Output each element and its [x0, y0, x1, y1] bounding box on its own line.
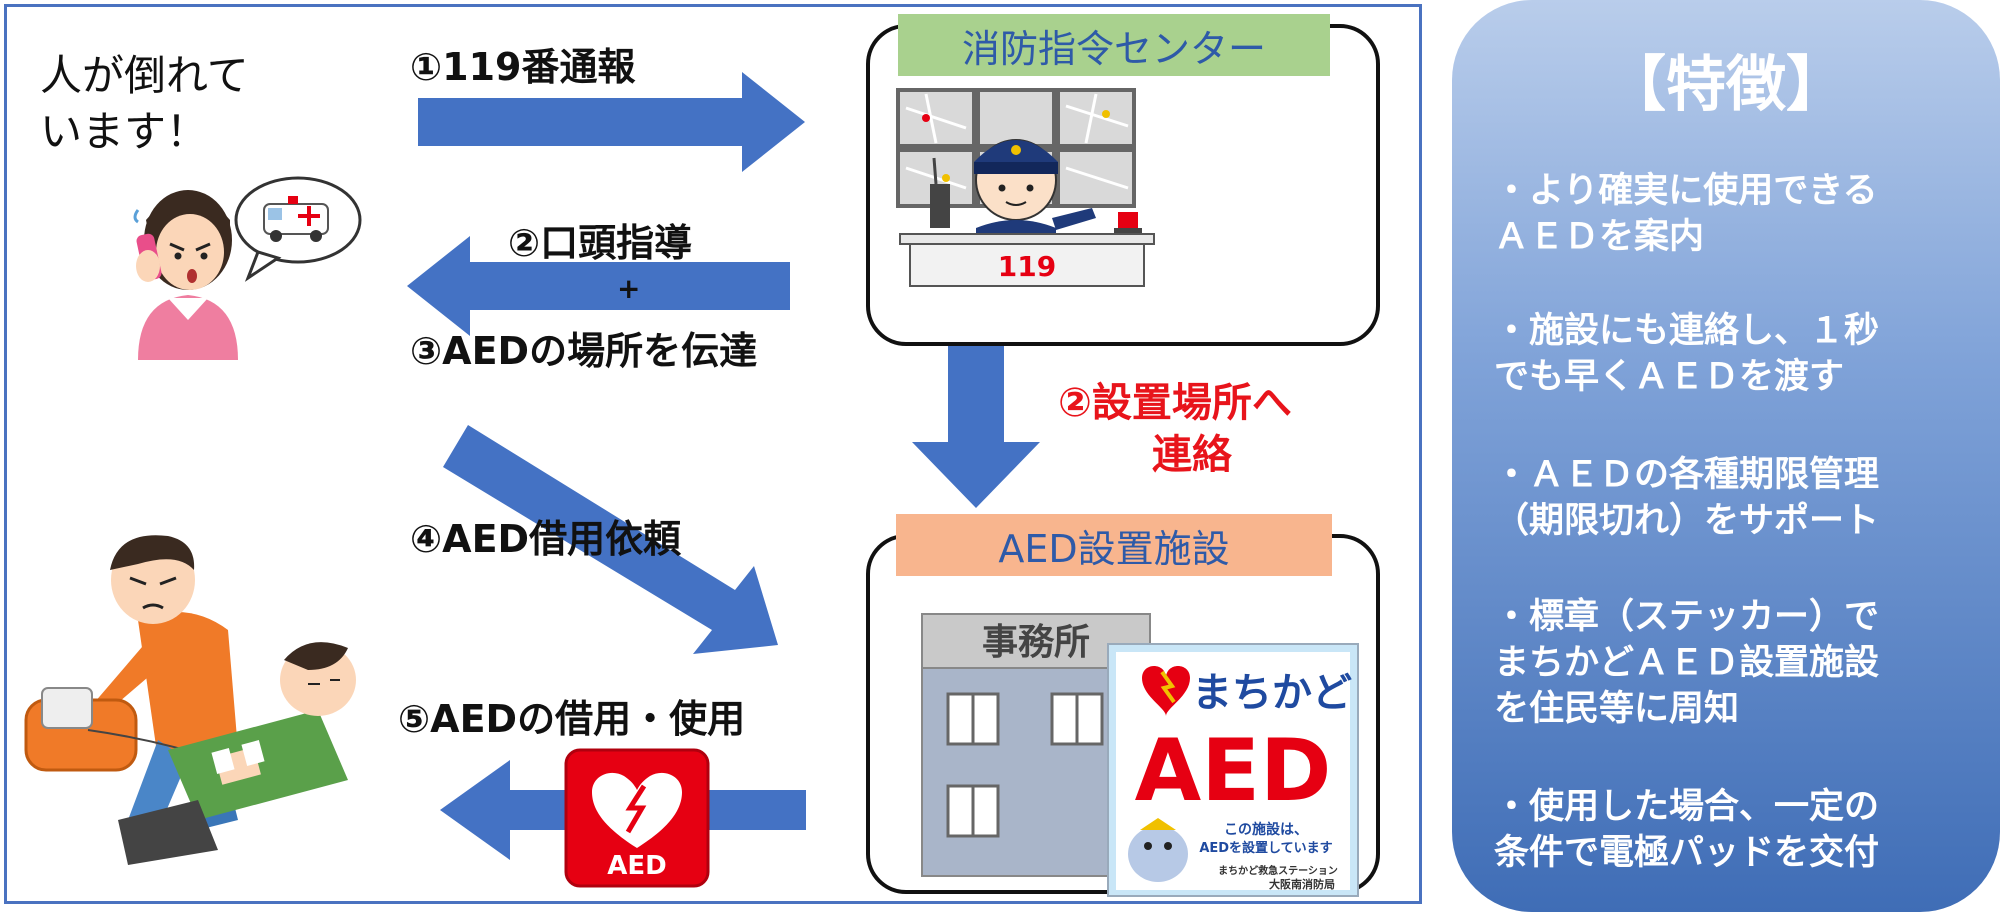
step2-contact-label-2: 連絡 [1152, 432, 1232, 478]
sticker-org-1: まちかど救急ステーション [1218, 864, 1338, 877]
desk-number: 119 [998, 250, 1056, 283]
arrow-verbal-guidance [407, 236, 790, 336]
aed-case-label: AED [607, 851, 666, 881]
feature-item-3: ・ＡＥＤの各種期限管理 （期限切れ）をサポート [1494, 455, 1880, 541]
features-panel: 【特徴】 ・より確実に使用できる ＡＥＤを案内 ・施設にも連絡し、１秒 でも早く… [1452, 0, 2000, 912]
command-center-title: 消防指令センター [898, 14, 1330, 76]
step1-label: ①119番通報 [410, 45, 636, 89]
rescue-scene-illustration [24, 535, 356, 865]
diagram-frame [4, 4, 1422, 904]
feature-item-4: ・標章（ステッカー）で まちかどＡＥＤ設置施設 を住民等に周知 [1494, 597, 1880, 729]
feature-item-2: ・施設にも連絡し、１秒 でも早くＡＥＤを渡す [1494, 311, 1880, 397]
feature-item-5: ・使用した場合、一定の 条件で電極パッドを交付 [1494, 787, 1880, 873]
sticker-sub-2: AEDを設置しています [1199, 840, 1332, 856]
step5-label: ⑤AEDの借用・使用 [398, 697, 746, 741]
step3-label: ③AEDの場所を伝達 [410, 329, 758, 373]
feature-item-1: ・より確実に使用できる ＡＥＤを案内 [1494, 171, 1878, 257]
step4-label: ④AED借用依頼 [410, 517, 682, 561]
arrow-contact-facility [912, 288, 1040, 508]
features-title: 【特徴】 [1606, 50, 1846, 120]
sticker-aed: AED [1135, 721, 1332, 821]
step2-guidance-label: ②口頭指導 [508, 221, 693, 265]
step2-contact-label-1: ②設置場所へ [1058, 380, 1292, 426]
caller-illustration [133, 176, 362, 360]
sticker-title: まちかど [1192, 670, 1352, 716]
arrow-aed-request [443, 425, 778, 654]
sticker-org-2: 大阪南消防局 [1269, 877, 1335, 891]
sticker-sub-1: この施設は、 [1224, 821, 1308, 838]
caller-speech-text: 人が倒れて います！ [40, 51, 249, 156]
command-center-illustration: 119 [896, 88, 1155, 287]
arrow-119-call [418, 72, 805, 172]
aed-case-illustration: AED [564, 748, 710, 888]
plus-label: + [617, 272, 641, 305]
mascot-icon [1128, 818, 1188, 882]
machikado-aed-sticker: まちかど AED この施設は、 AEDを設置しています まちかど救急ステーション… [1107, 643, 1359, 897]
building-sign: 事務所 [982, 622, 1090, 663]
facility-title: AED設置施設 [896, 514, 1332, 576]
